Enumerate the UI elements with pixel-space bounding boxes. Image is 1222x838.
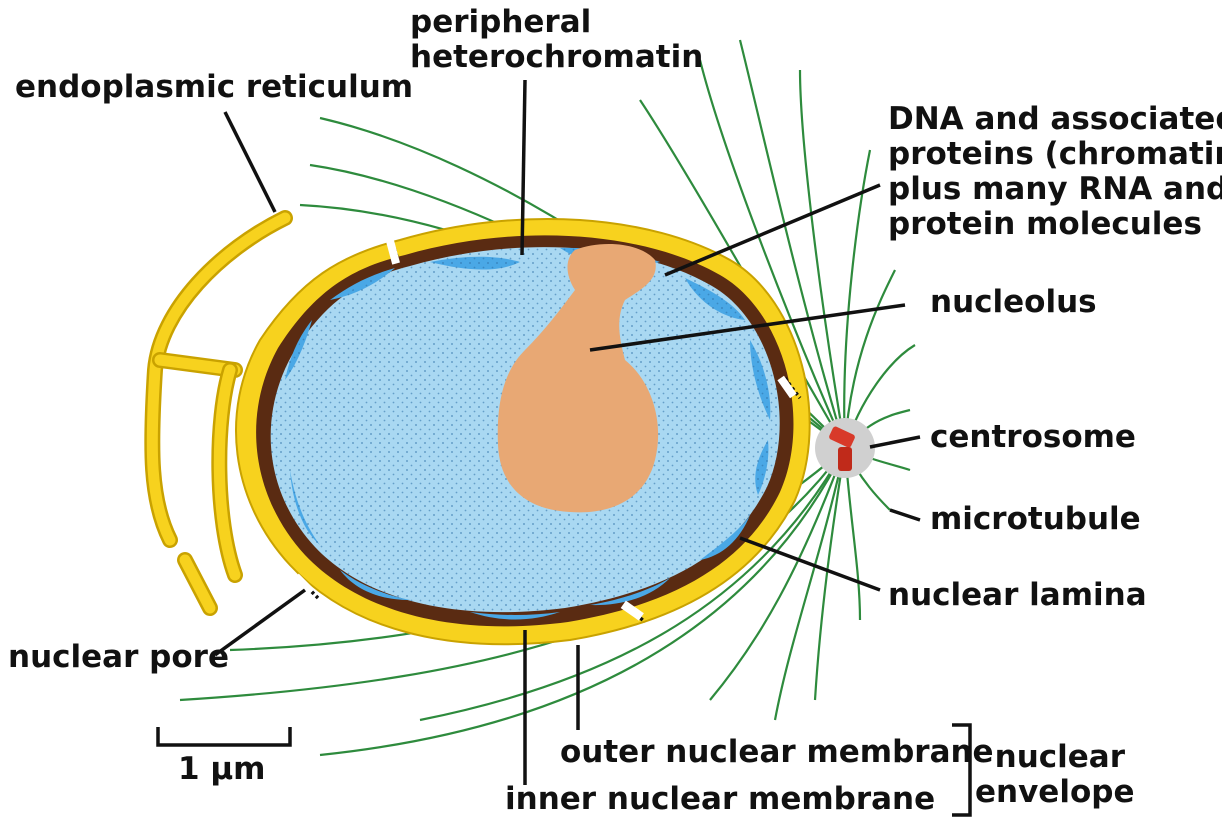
centrosome [815,418,875,478]
nucleolus [497,244,659,513]
label-outer-nuclear-membrane: outer nuclear membrane [560,734,994,770]
leader-line-microtubule [889,508,921,522]
label-nuclear-pore: nuclear pore [8,639,229,675]
microtubule-line [419,447,846,722]
label-endoplasmic-reticulum: endoplasmic reticulum [15,69,414,105]
label-centrosome: centrosome [930,419,1136,455]
label-inner-nuclear-membrane: inner nuclear membrane [505,781,936,817]
label-nucleolus: nucleolus [930,284,1097,320]
microtubule-line [738,39,847,449]
centriole [829,426,855,448]
scale-bar [156,727,292,747]
label-microtubule: microtubule [930,501,1141,537]
leader-line-nuclear-lamina [739,536,881,592]
leader-line-chromatin [664,183,881,277]
microtubule-line [319,447,846,757]
leader-line-nuclear-pore [213,588,307,657]
leader-line-endoplasmic-reticulum [223,111,277,213]
pore-gaps [292,239,797,621]
microtubule-line [773,447,847,721]
microtubule-line [798,69,847,449]
microtubule-line [709,447,847,701]
microtubule-line [813,447,847,701]
label-nuclear-envelope: nuclear envelope [975,739,1135,810]
nucleus [235,217,811,646]
label-chromatin: DNA and associated proteins (chromatin),… [888,101,1222,242]
nuclear-envelope-bracket [952,723,972,817]
microtubule-line [698,59,847,449]
endoplasmic-reticulum [144,210,293,616]
leader-lines [156,79,972,817]
microtubule-line [639,99,846,449]
label-peripheral-heterochromatin: peripheral heterochromatin [410,4,704,75]
label-scale-bar: 1 μm [178,751,266,787]
leader-line-centrosome [869,435,921,449]
leader-line-nucleolus [589,303,906,352]
centriole [838,447,852,471]
microtubule-line [843,149,872,449]
leader-line-peripheral-heterochromatin [520,79,527,256]
label-nuclear-lamina: nuclear lamina [888,577,1147,613]
microtubule-line [843,269,896,449]
